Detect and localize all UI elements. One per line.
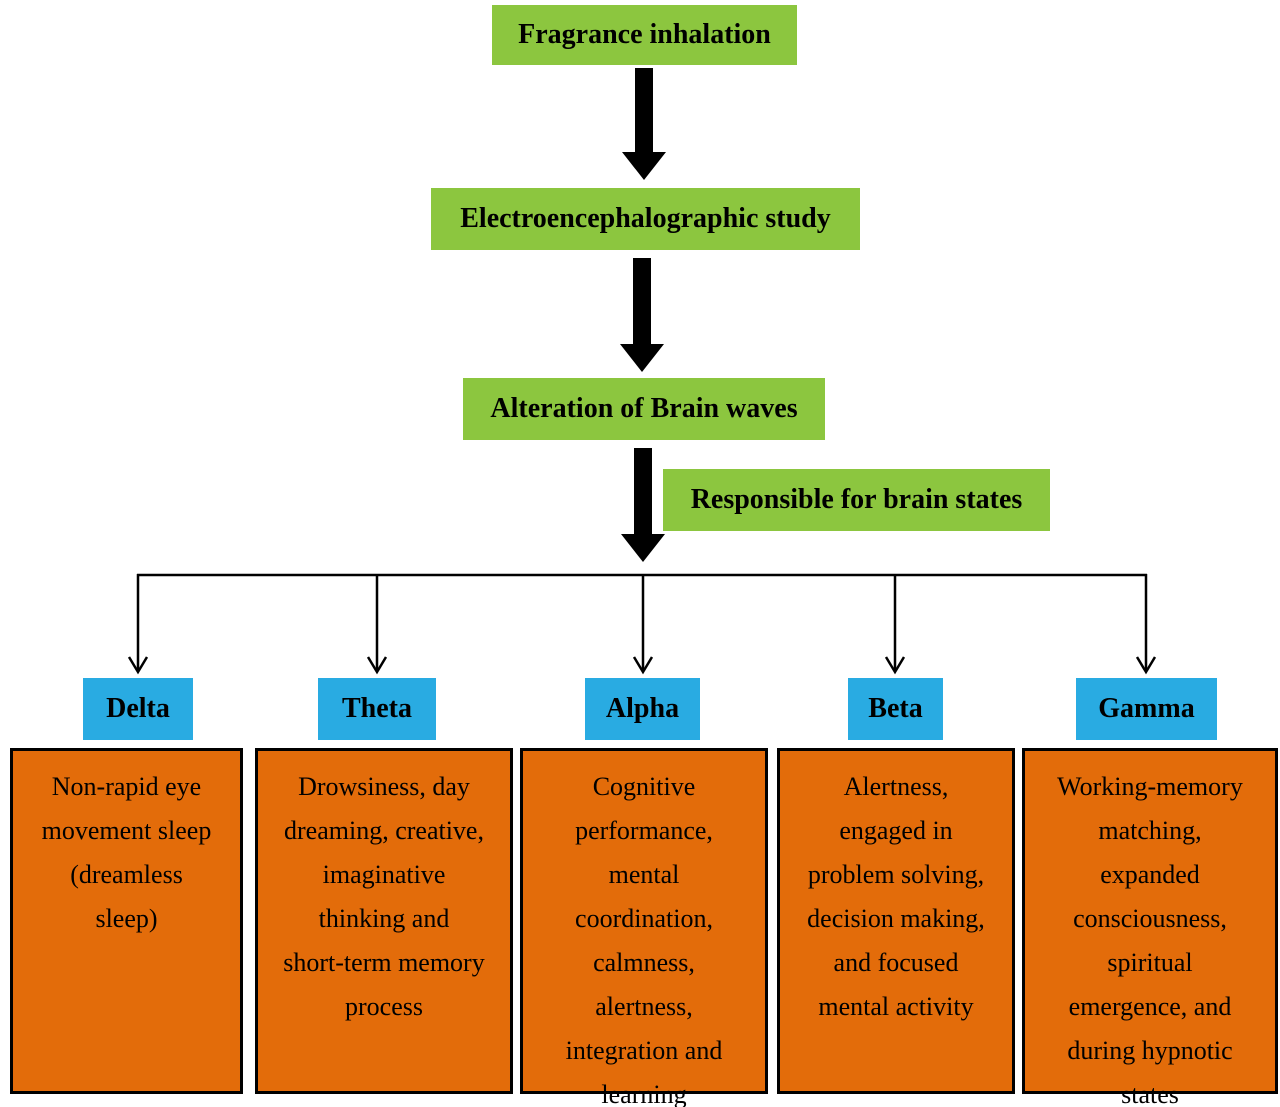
wave-label-gamma: Gamma (1076, 678, 1217, 740)
drop-arrowhead-theta-icon (366, 656, 388, 675)
drop-arrowhead-delta-icon (127, 656, 149, 675)
down-arrow-icon-3 (621, 448, 665, 562)
drop-arrowhead-alpha-icon (632, 656, 654, 675)
wave-label-alpha: Alpha (585, 678, 700, 740)
flow-step-fragrance-inhalation: Fragrance inhalation (492, 5, 797, 65)
drop-arrowhead-gamma-icon (1135, 656, 1157, 675)
wave-description-beta: Alertness, engaged in problem solving, d… (777, 748, 1015, 1094)
down-arrow-icon-2 (620, 258, 664, 372)
drop-arrowhead-beta-icon (884, 656, 906, 675)
wave-description-gamma: Working-memory matching, expanded consci… (1022, 748, 1278, 1107)
wave-label-delta: Delta (83, 678, 193, 740)
flow-step-alteration-of-brain-waves: Alteration of Brain waves (463, 378, 825, 440)
wave-description-theta: Drowsiness, day dreaming, creative, imag… (255, 748, 513, 1094)
down-arrow-icon-1 (622, 68, 666, 180)
wave-label-theta: Theta (318, 678, 436, 740)
branch-drop-arrows (127, 574, 1157, 675)
branch-label-responsible-for-brain-states: Responsible for brain states (663, 469, 1050, 531)
flow-step-electroencephalographic-study: Electroencephalographic study (431, 188, 860, 250)
wave-description-delta: Non-rapid eye movement sleep (dreamless … (10, 748, 243, 1094)
wave-description-alpha: Cognitive performance, mental coordinati… (520, 748, 768, 1107)
wave-label-beta: Beta (848, 678, 943, 740)
